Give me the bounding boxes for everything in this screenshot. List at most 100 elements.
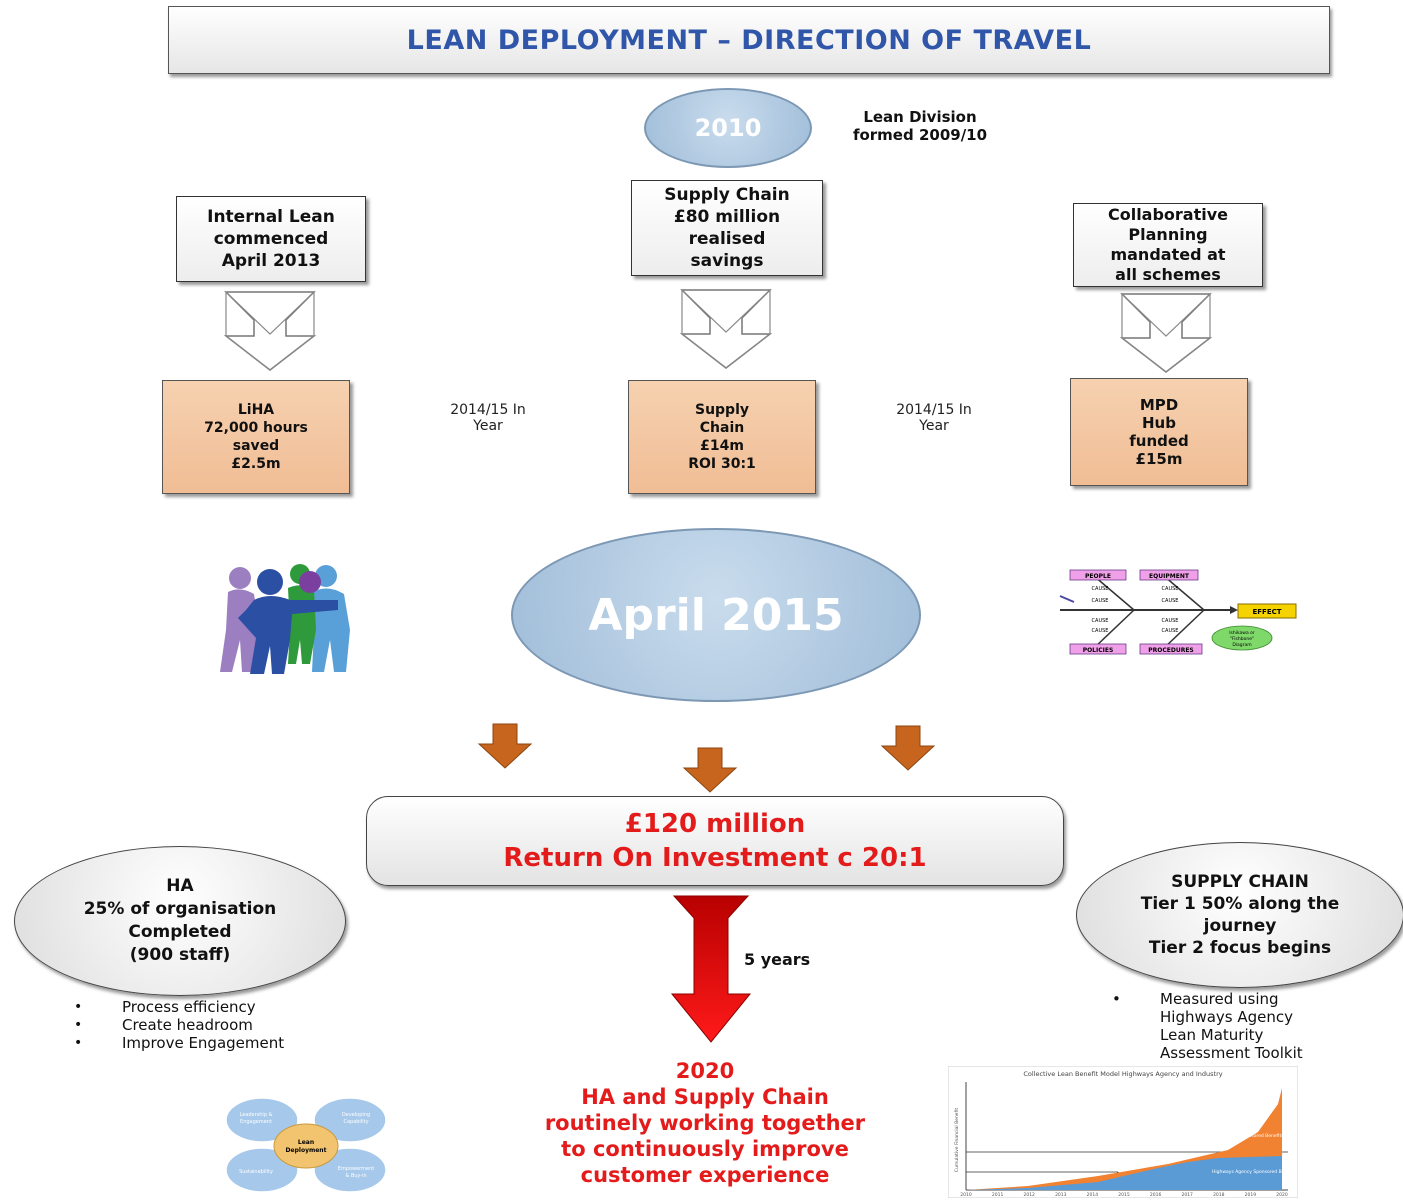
supply-result-line1: Supply [694, 402, 750, 418]
april-2015-ellipse: April 2015 [511, 528, 921, 702]
ha-bullet-item: Create headroom [74, 1016, 374, 1034]
red-down-arrow-icon [670, 895, 752, 1043]
fishbone-cause: CAUSE [1092, 586, 1109, 592]
ha-bullet-item: Process efficiency [74, 998, 374, 1016]
lean-division-line2: formed 2009/10 [852, 126, 988, 144]
ha-bullet-list: Process efficiency Create headroom Impro… [74, 998, 374, 1052]
liha-line3: saved [232, 438, 280, 454]
fishbone-cause: CAUSE [1162, 586, 1179, 592]
goal-line1: 2020 [675, 1059, 735, 1083]
mpd-line3: funded [1129, 432, 1189, 450]
goal-line2: HA and Supply Chain [581, 1085, 829, 1109]
supply-ellipse-line1: SUPPLY CHAIN [1171, 872, 1309, 892]
down-arrow-icon [1119, 292, 1213, 373]
mpd-line4: £15m [1135, 450, 1183, 468]
fishbone-procedures: PROCEDURES [1148, 647, 1194, 654]
venn-center-line1: Lean [298, 1139, 314, 1146]
supply-ellipse-line4: Tier 2 focus begins [1148, 938, 1332, 958]
supply-chain-savings-line2: £80 million [673, 207, 781, 227]
fishbone-policies: POLICIES [1083, 647, 1114, 654]
supply-bullet: • Measured using Highways Agency Lean Ma… [1112, 990, 1382, 1062]
fishbone-note-line3: Diagram [1232, 642, 1251, 648]
brown-down-arrow-icon [880, 725, 936, 771]
supply-bullet-line3: Lean Maturity [1160, 1026, 1264, 1044]
mini-chart-xtick-label: 2020 [1276, 1192, 1288, 1198]
in-year-left-line1: 2014/15 In [450, 402, 526, 418]
ha-line1: HA [166, 876, 194, 896]
mini-chart-xtick-label: 2017 [1181, 1192, 1193, 1198]
venn-tl-line2: Engagement [240, 1119, 272, 1125]
venn-center-line2: Deployment [286, 1147, 327, 1154]
fishbone-effect: EFFECT [1252, 608, 1281, 616]
ha-line3: Completed [128, 922, 232, 942]
in-year-right-line1: 2014/15 In [896, 402, 972, 418]
mini-series-agency: Highways Agency Sponsored Benefits [1212, 1169, 1298, 1175]
fishbone-note-line1: Ishikawa or [1229, 630, 1255, 636]
collaborative-planning-line2: Planning [1128, 225, 1208, 244]
ha-ellipse: HA 25% of organisation Completed (900 st… [14, 846, 346, 996]
fishbone-cause: CAUSE [1162, 598, 1179, 604]
internal-lean-line2: commenced [213, 229, 329, 249]
venn-tl-line1: Leadership & [240, 1112, 273, 1118]
brown-down-arrow-icon [682, 747, 738, 793]
roi-line1: £120 million [624, 809, 806, 839]
internal-lean-line3: April 2013 [221, 251, 321, 271]
ha-line2: 25% of organisation [83, 899, 277, 919]
bullet-dot-icon: • [1112, 990, 1121, 1008]
duration-label: 5 years [744, 950, 811, 969]
lean-division-note: Lean Division formed 2009/10 [820, 108, 1020, 144]
mini-chart-xtick-label: 2010 [960, 1192, 972, 1198]
in-year-label-left: 2014/15 In Year [418, 402, 558, 434]
supply-ellipse-line2: Tier 1 50% along the [1140, 894, 1340, 914]
mini-chart-xtick-label: 2012 [1023, 1192, 1035, 1198]
fishbone-note-line2: "Fishbone" [1230, 636, 1254, 642]
mini-chart-xtick-label: 2019 [1245, 1192, 1257, 1198]
mini-chart-title: Collective Lean Benefit Model Highways A… [1023, 1070, 1222, 1078]
down-arrow-icon [223, 290, 317, 371]
liha-line4: £2.5m [231, 456, 281, 472]
roi-box: £120 million Return On Investment c 20:1 [366, 796, 1064, 886]
supply-bullet-line2: Highways Agency [1160, 1008, 1294, 1026]
venn-tr-line1: Developing [342, 1112, 370, 1118]
goal-line5: customer experience [580, 1163, 830, 1187]
ha-bullet-item: Improve Engagement [74, 1034, 374, 1052]
collaborative-planning-line3: mandated at [1110, 245, 1226, 264]
year-2010-ellipse: 2010 [644, 88, 812, 168]
fishbone-diagram: PEOPLE EQUIPMENT POLICIES PROCEDURES CAU… [1059, 569, 1297, 655]
liha-result-box: LiHA 72,000 hours saved £2.5m [162, 380, 350, 494]
year-2010-label: 2010 [694, 114, 762, 142]
mini-chart-xtick-label: 2016 [1150, 1192, 1162, 1198]
goal-line3: routinely working together [544, 1111, 866, 1135]
mpd-line1: MPD [1139, 396, 1179, 414]
collaborative-planning-line4: all schemes [1115, 265, 1221, 284]
collaborative-planning-line1: Collaborative [1107, 205, 1229, 224]
supply-chain-savings-line4: savings [690, 251, 764, 271]
fishbone-cause: CAUSE [1092, 628, 1109, 634]
internal-lean-line1: Internal Lean [207, 207, 335, 227]
fishbone-cause: CAUSE [1162, 628, 1179, 634]
goal-line4: to continuously improve [561, 1137, 849, 1161]
venn-br-line2: & Buy-in [345, 1173, 366, 1179]
venn-bl-line1: Sustainability [239, 1169, 273, 1175]
supply-chain-savings-line1: Supply Chain [664, 185, 790, 205]
mini-chart-xtick-label: 2014 [1087, 1192, 1099, 1198]
supply-result-line4: ROI 30:1 [688, 456, 756, 472]
venn-tr-line2: Capability [343, 1119, 368, 1125]
liha-line1: LiHA [237, 402, 275, 418]
mini-chart-ylabel: Cumulative Financial Benefit [954, 1108, 960, 1173]
fishbone-cause: CAUSE [1092, 598, 1109, 604]
supply-chain-savings-line3: realised [688, 229, 766, 249]
in-year-label-right: 2014/15 In Year [864, 402, 1004, 434]
mini-chart-xtick-label: 2018 [1213, 1192, 1225, 1198]
mini-chart-xtick-label: 2015 [1118, 1192, 1130, 1198]
mini-chart-xtick-label: 2011 [992, 1192, 1004, 1198]
mini-series-industry: Industry Sponsored Benefits [1220, 1133, 1284, 1139]
supply-ellipse-line3: journey [1203, 916, 1277, 936]
liha-line2: 72,000 hours [204, 420, 308, 436]
supply-chain-savings-box: Supply Chain £80 million realised saving… [631, 180, 823, 276]
april-2015-label: April 2015 [588, 589, 844, 641]
brown-down-arrow-icon [477, 723, 533, 769]
team-people-illustration [220, 564, 350, 674]
supply-chain-ellipse: SUPPLY CHAIN Tier 1 50% along the journe… [1076, 842, 1403, 988]
